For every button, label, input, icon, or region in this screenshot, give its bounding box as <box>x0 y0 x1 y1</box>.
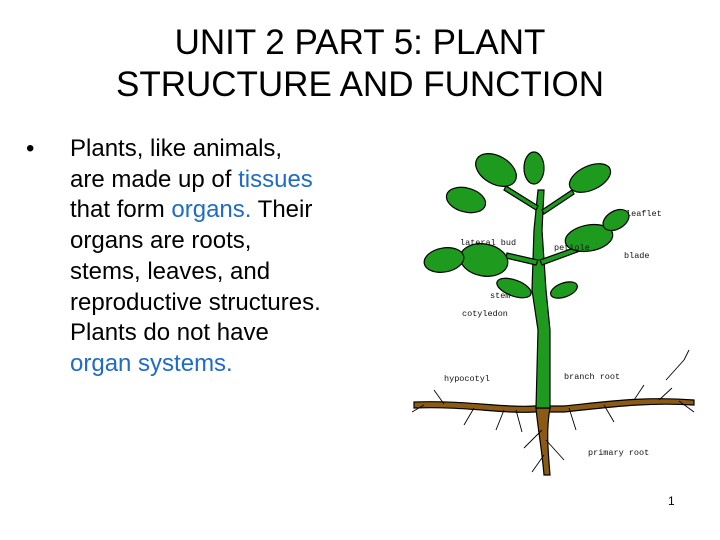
slide-title: UNIT 2 PART 5: PLANT STRUCTURE AND FUNCT… <box>0 22 720 106</box>
bullet-line: organ systems. <box>70 349 233 377</box>
label-lateral-bud: lateral bud <box>460 238 516 248</box>
bullet-marker: • <box>26 135 35 162</box>
bullet-text: • Plants, like animals, are made up of t… <box>26 134 416 380</box>
page-number: 1 <box>668 494 675 508</box>
stem <box>503 185 581 409</box>
bullet-line: are made up of tissues <box>70 165 313 193</box>
bullet-line: Plants, like animals, <box>70 135 283 162</box>
label-primary-root: primary root <box>588 448 649 458</box>
label-cotyledon: cotyledon <box>462 309 508 319</box>
label-branch-root: branch root <box>564 372 620 382</box>
bullet-line: reproductive structures. <box>70 288 321 316</box>
title-line-1: UNIT 2 PART 5: PLANT <box>174 23 546 62</box>
label-leaflet: leaflet <box>626 209 662 219</box>
bullet-line: Plants do not have <box>70 319 269 347</box>
label-petiole: petiole <box>554 243 590 253</box>
bullet-line: that form organs. Their <box>70 196 313 224</box>
label-blade: blade <box>624 251 650 261</box>
keyword-organs: organs. <box>171 196 252 224</box>
keyword-tissues: tissues <box>238 165 313 193</box>
leaves <box>423 151 630 299</box>
label-stem: stem <box>490 291 510 301</box>
diagram-labels: leaflet lateral bud petiole blade stem c… <box>444 209 662 458</box>
plant-diagram: leaflet lateral bud petiole blade stem c… <box>411 151 695 476</box>
bullet-line: stems, leaves, and <box>70 257 271 285</box>
bullet-line: organs are roots, <box>70 227 252 255</box>
root-system <box>413 398 695 476</box>
title-line-2: STRUCTURE AND FUNCTION <box>115 65 605 104</box>
label-hypocotyl: hypocotyl <box>444 374 490 384</box>
